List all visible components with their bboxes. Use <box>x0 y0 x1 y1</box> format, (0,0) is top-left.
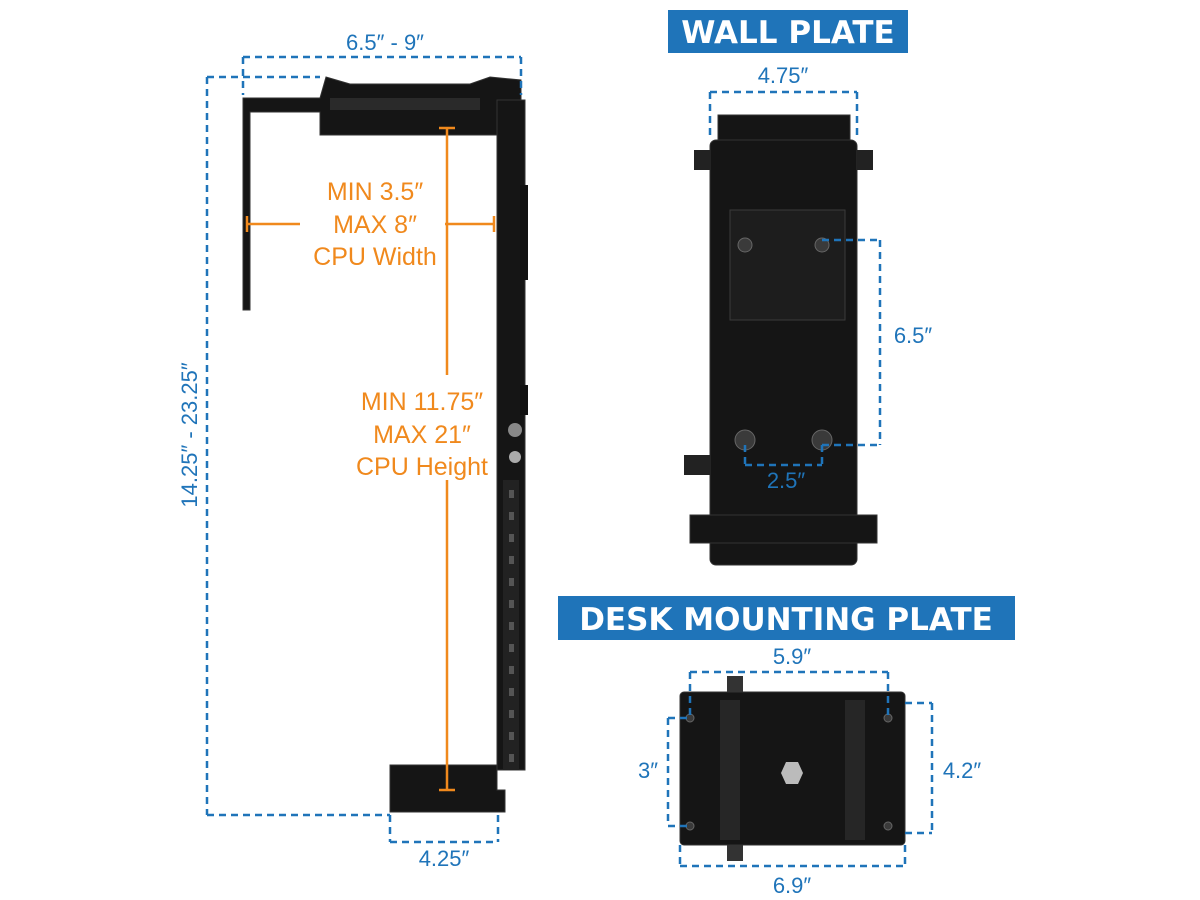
cpu-height-label: CPU Height <box>356 453 488 481</box>
adjust-hole <box>509 732 514 740</box>
desk-plate-title: DESK MOUNTING PLATE <box>579 602 993 638</box>
wall-plate-hole-vertical-label: 6.5″ <box>894 323 933 348</box>
bracket-dimension-lines <box>205 55 523 844</box>
desk-plate-width-label: 6.9″ <box>773 873 812 898</box>
adjust-hole <box>509 666 514 674</box>
cpu-width-label: CPU Width <box>313 243 437 271</box>
wall-plate-width-label: 4.75″ <box>758 63 809 88</box>
adjust-hole <box>509 600 514 608</box>
wall-plate-hole-horizontal-label: 2.5″ <box>767 468 806 493</box>
cpu-height-min: MIN 11.75″ <box>361 388 483 416</box>
bracket-width-range-label: 6.5″ - 9″ <box>346 30 424 55</box>
adjust-hole <box>509 622 514 630</box>
wall-plate-dimension-lines <box>708 90 882 467</box>
cpu-bracket <box>242 76 528 813</box>
adjust-hole <box>509 754 514 762</box>
bracket-height-range-label: 14.25″ - 23.25″ <box>177 362 202 507</box>
desk-plate-right-height-label: 4.2″ <box>943 758 982 783</box>
adjust-hole <box>509 578 514 586</box>
adjust-hole <box>509 490 514 498</box>
adjust-hole <box>509 688 514 696</box>
cpu-dimension-lines <box>245 126 496 792</box>
bracket-base-width-label: 4.25″ <box>419 846 470 871</box>
adjust-hole <box>509 512 514 520</box>
cpu-width-max: MAX 8″ <box>333 211 417 239</box>
wall-plate-title-box <box>668 10 908 53</box>
wall-plate <box>684 114 878 566</box>
desk-plate-dimension-lines <box>666 670 934 868</box>
adjust-hole <box>509 710 514 718</box>
desk-plate-title-box <box>558 596 1015 640</box>
cpu-width-min: MIN 3.5″ <box>327 178 424 206</box>
adjust-hole <box>509 644 514 652</box>
bracket-adjust-holes <box>509 490 514 762</box>
desk-plate <box>679 676 906 861</box>
adjust-hole <box>509 534 514 542</box>
desk-plate-hole-width-label: 5.9″ <box>773 644 812 669</box>
wall-plate-title: WALL PLATE <box>681 15 894 51</box>
adjust-hole <box>509 556 514 564</box>
cpu-height-max: MAX 21″ <box>373 421 471 449</box>
desk-plate-left-height-label: 3″ <box>638 758 658 783</box>
